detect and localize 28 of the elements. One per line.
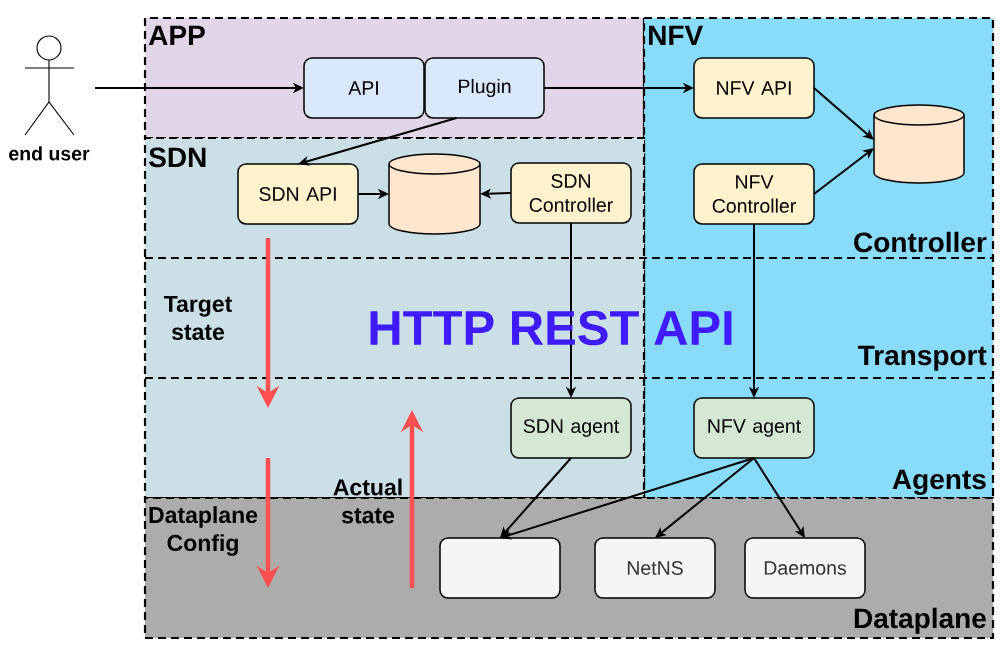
process-box: SDN Controller	[510, 162, 632, 224]
actor-label: end user	[9, 146, 90, 161]
database-cylinder	[388, 153, 481, 235]
process-box: NFV API	[693, 57, 815, 119]
arrow-caption: Actual state	[333, 478, 402, 524]
process-box: NetNS	[594, 537, 716, 599]
arrow	[813, 148, 874, 195]
process-box: NFV agent	[693, 397, 815, 459]
arrow	[500, 457, 572, 538]
arrow-caption: Target state	[163, 295, 233, 340]
row-label: Agents	[892, 469, 986, 495]
layer-title: NFV	[649, 25, 703, 45]
process-box: SDN API	[237, 163, 359, 225]
arrow	[655, 457, 755, 538]
layer-title: APP	[148, 25, 205, 45]
layer-title: SDN	[149, 147, 206, 168]
process-box: Daemons	[744, 537, 866, 599]
process-box: SDN agent	[510, 397, 632, 459]
process-box: API	[303, 57, 425, 119]
row-label: Transport	[858, 345, 987, 371]
process-box	[439, 537, 561, 599]
arrow	[813, 87, 874, 140]
process-box: NFV Controller	[693, 163, 815, 225]
row-label: Controller	[854, 231, 987, 253]
database-cylinder	[873, 104, 965, 184]
arrow-caption: Dataplane Config	[149, 506, 258, 556]
process-box: Plugin	[424, 57, 545, 119]
layer-title: Dataplane	[854, 607, 986, 634]
